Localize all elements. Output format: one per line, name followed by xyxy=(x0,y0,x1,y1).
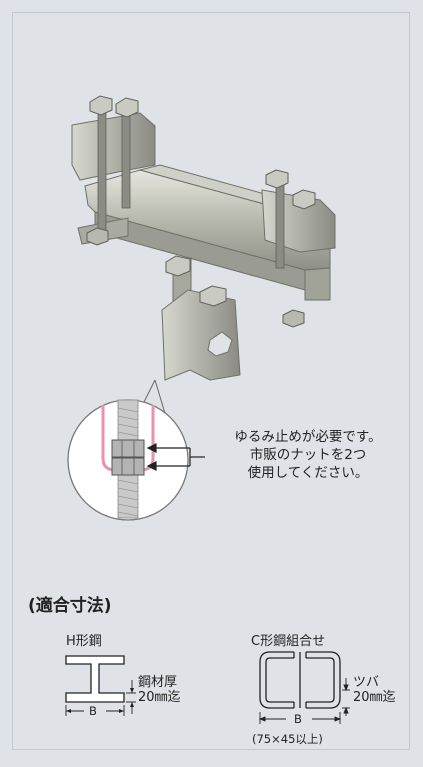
callout-line-3: 使用してください。 xyxy=(247,465,369,481)
h-steel-thickness-label: 鋼材厚 20㎜迄 xyxy=(138,675,181,705)
h-steel-thickness-line-1: 鋼材厚 xyxy=(138,675,178,690)
callout-line-2: 市販のナットを2つ xyxy=(249,447,367,463)
callout-line-1: ゆるみ止めが必要です。 xyxy=(234,429,382,445)
c-steel-section-diagram xyxy=(259,651,341,709)
h-steel-thickness-line-2: 20㎜迄 xyxy=(138,690,181,705)
h-steel-title: H形鋼 xyxy=(66,634,102,649)
h-steel-section-diagram xyxy=(65,655,136,716)
c-steel-flange-line-2: 20㎜迄 xyxy=(353,690,396,705)
hanger-bracket xyxy=(161,255,241,381)
c-steel-dim-b: B xyxy=(294,712,302,726)
c-steel-title: C形鋼組合せ xyxy=(251,634,326,649)
left-clamp xyxy=(71,95,156,246)
section-heading: (適合寸法) xyxy=(28,596,112,616)
c-steel-dimensions xyxy=(258,678,350,724)
h-steel-dim-b: B xyxy=(89,704,97,718)
c-steel-flange-line-1: ツバ xyxy=(353,675,380,690)
right-clamp xyxy=(261,169,336,328)
c-steel-flange-label: ツバ 20㎜迄 xyxy=(353,675,396,705)
c-steel-min-size: (75×45以上) xyxy=(252,732,323,746)
nut-detail-circle xyxy=(67,399,189,521)
frame-border xyxy=(12,12,410,750)
nut-arrows xyxy=(146,443,205,471)
callout-note: ゆるみ止めが必要です。 市販のナットを2つ 使用してください。 xyxy=(218,428,398,482)
